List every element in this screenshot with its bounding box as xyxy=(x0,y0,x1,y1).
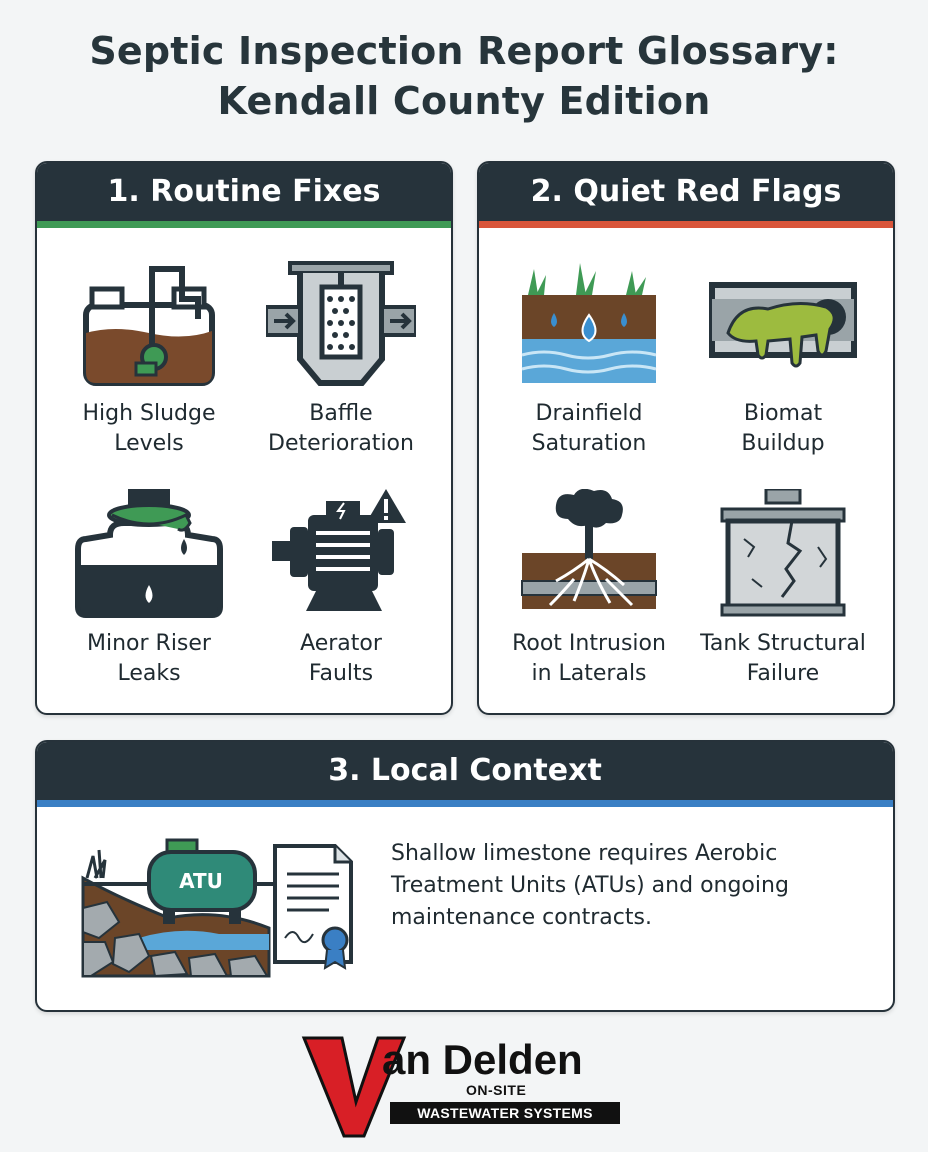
item-label: Baffle Deterioration xyxy=(268,401,414,456)
item-label: Tank Structural Failure xyxy=(700,631,866,686)
page-title: Septic Inspection Report Glossary: Kenda… xyxy=(0,26,928,126)
item-root-intrusion: Root Intrusion in Laterals xyxy=(489,489,689,689)
item-label: Drainfield Saturation xyxy=(531,401,647,456)
item-tank-structural-failure: Tank Structural Failure xyxy=(683,489,883,689)
item-label: High Sludge Levels xyxy=(82,401,216,456)
item-minor-riser-leaks: Minor Riser Leaks xyxy=(49,489,249,689)
leaking-riser-icon xyxy=(75,489,223,618)
title-line-1: Septic Inspection Report Glossary: xyxy=(89,29,839,73)
item-label: Root Intrusion in Laterals xyxy=(512,631,666,686)
item-biomat-buildup: Biomat Buildup xyxy=(683,259,883,459)
logo-onsite: ON-SITE xyxy=(466,1082,527,1098)
cracked-tank-icon xyxy=(720,489,846,617)
van-delden-logo: an Delden ON-SITE WASTEWATER SYSTEMS xyxy=(300,1032,630,1140)
logo-tagline: WASTEWATER SYSTEMS xyxy=(390,1102,620,1124)
local-context-heading: 3. Local Context xyxy=(37,742,893,800)
local-context-text: Shallow limestone requires Aerobic Treat… xyxy=(391,841,789,930)
v-logo-mark-icon xyxy=(301,1036,407,1138)
local-context-panel: 3. Local Context ATU Shallow limestone r… xyxy=(35,740,895,1012)
item-aerator-faults: Aerator Faults xyxy=(241,489,441,689)
item-baffle-deterioration: Baffle Deterioration xyxy=(241,259,441,459)
red-flags-accent-stripe xyxy=(479,221,893,228)
red-flags-heading: 2. Quiet Red Flags xyxy=(479,163,893,221)
atu-tank-label: ATU xyxy=(179,869,223,893)
title-line-2: Kendall County Edition xyxy=(217,79,711,123)
item-high-sludge: High Sludge Levels xyxy=(49,259,249,459)
item-label: Minor Riser Leaks xyxy=(87,631,211,686)
atu-limestone-icon: ATU xyxy=(81,838,353,978)
logo-name: an Delden xyxy=(382,1036,583,1083)
tree-roots-icon xyxy=(521,489,657,609)
item-label: Aerator Faults xyxy=(300,631,382,686)
biomat-pipe-icon xyxy=(709,282,857,368)
aerator-motor-icon xyxy=(272,489,406,611)
local-accent-stripe xyxy=(37,800,893,807)
sludge-tank-icon xyxy=(83,266,215,386)
item-label: Biomat Buildup xyxy=(741,401,825,456)
red-flags-panel: 2. Quiet Red Flags Drainfield Saturation xyxy=(477,161,895,715)
item-drainfield-saturation: Drainfield Saturation xyxy=(489,259,689,459)
routine-fixes-panel: 1. Routine Fixes High Sludge Levels xyxy=(35,161,453,715)
baffle-filter-icon xyxy=(266,261,416,386)
saturated-soil-icon xyxy=(521,263,657,383)
routine-fixes-heading: 1. Routine Fixes xyxy=(37,163,451,221)
routine-accent-stripe xyxy=(37,221,451,228)
